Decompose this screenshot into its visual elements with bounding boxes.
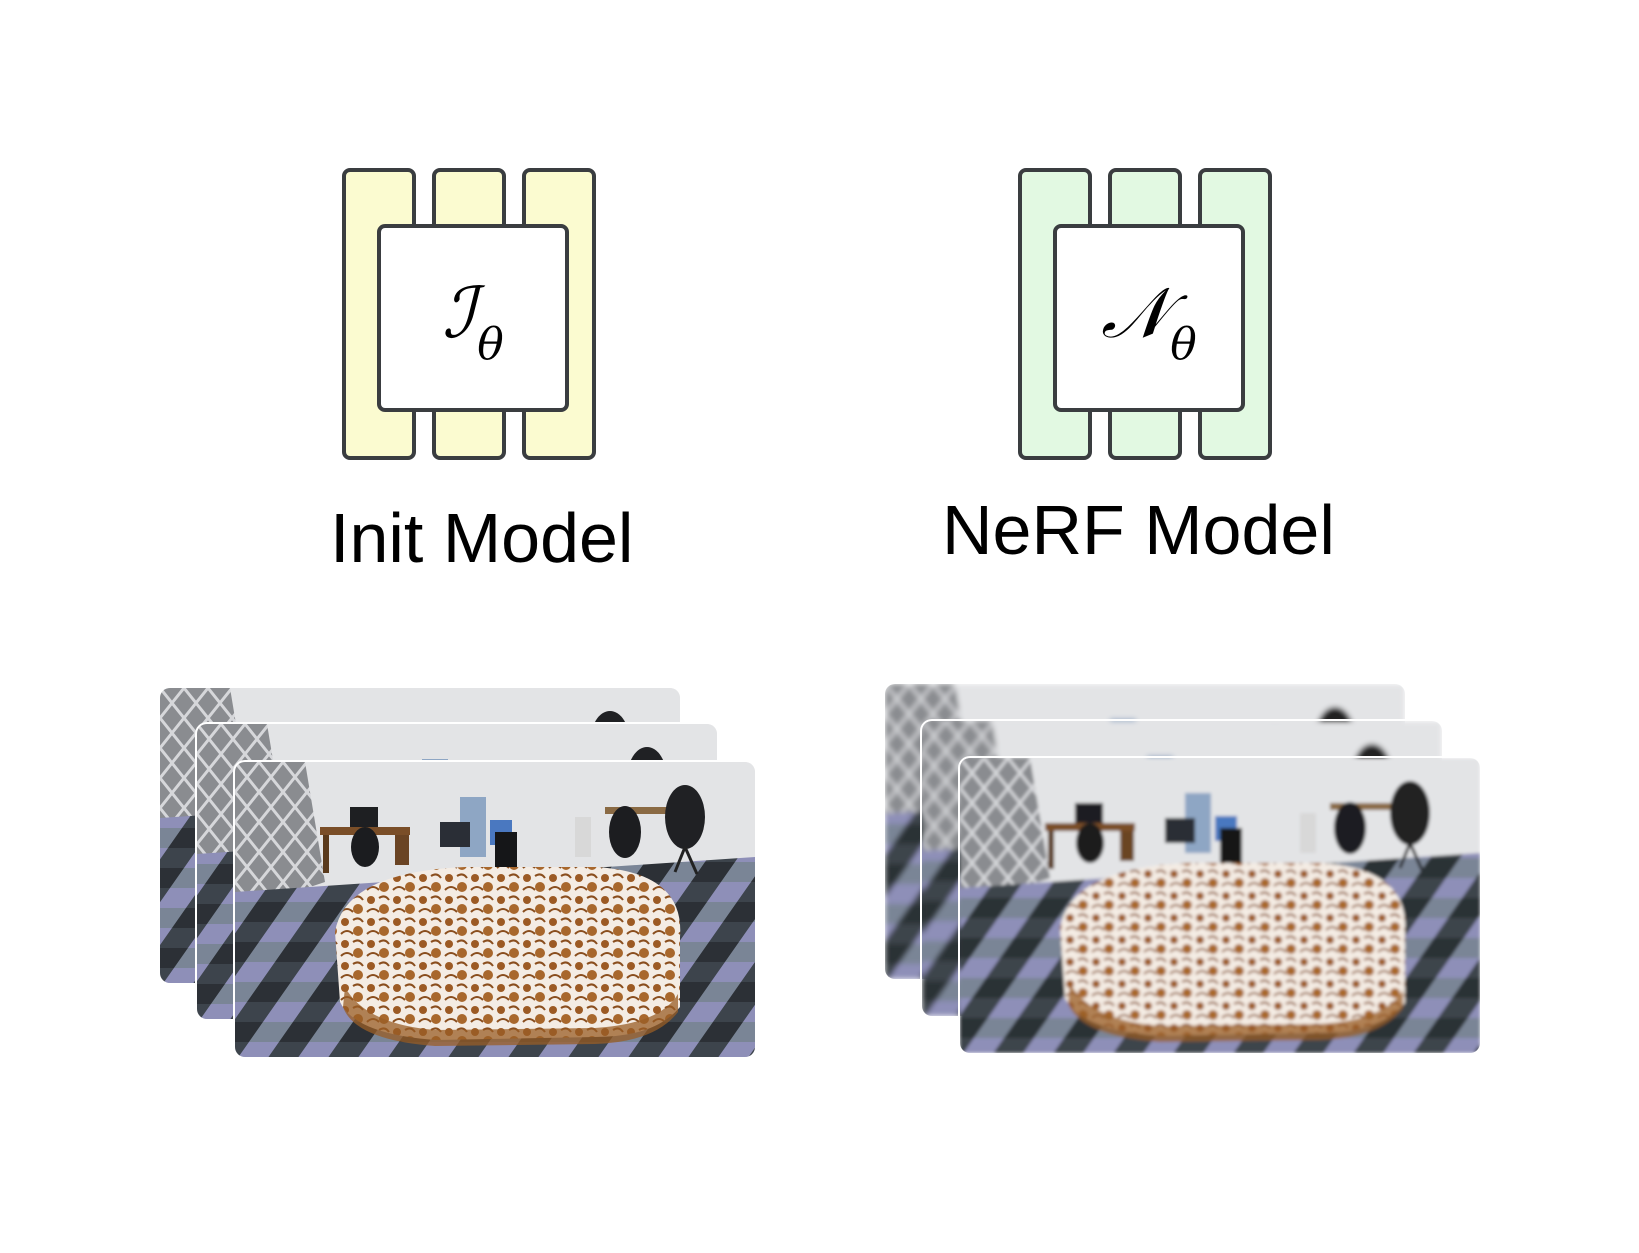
nerf-model-core: 𝒩θ xyxy=(1053,224,1245,412)
init-model-symbol: ℐθ xyxy=(442,272,504,370)
nerf-model-block: 𝒩θ xyxy=(1018,168,1278,468)
init-model-core: ℐθ xyxy=(377,224,569,412)
init-frame-front xyxy=(235,762,755,1057)
init-model-block: ℐθ xyxy=(342,168,602,468)
nerf-model-label: NeRF Model xyxy=(942,491,1335,569)
init-model-label: Init Model xyxy=(330,499,634,577)
nerf-model-symbol: 𝒩θ xyxy=(1101,272,1197,370)
nerf-frame-front xyxy=(960,758,1480,1053)
